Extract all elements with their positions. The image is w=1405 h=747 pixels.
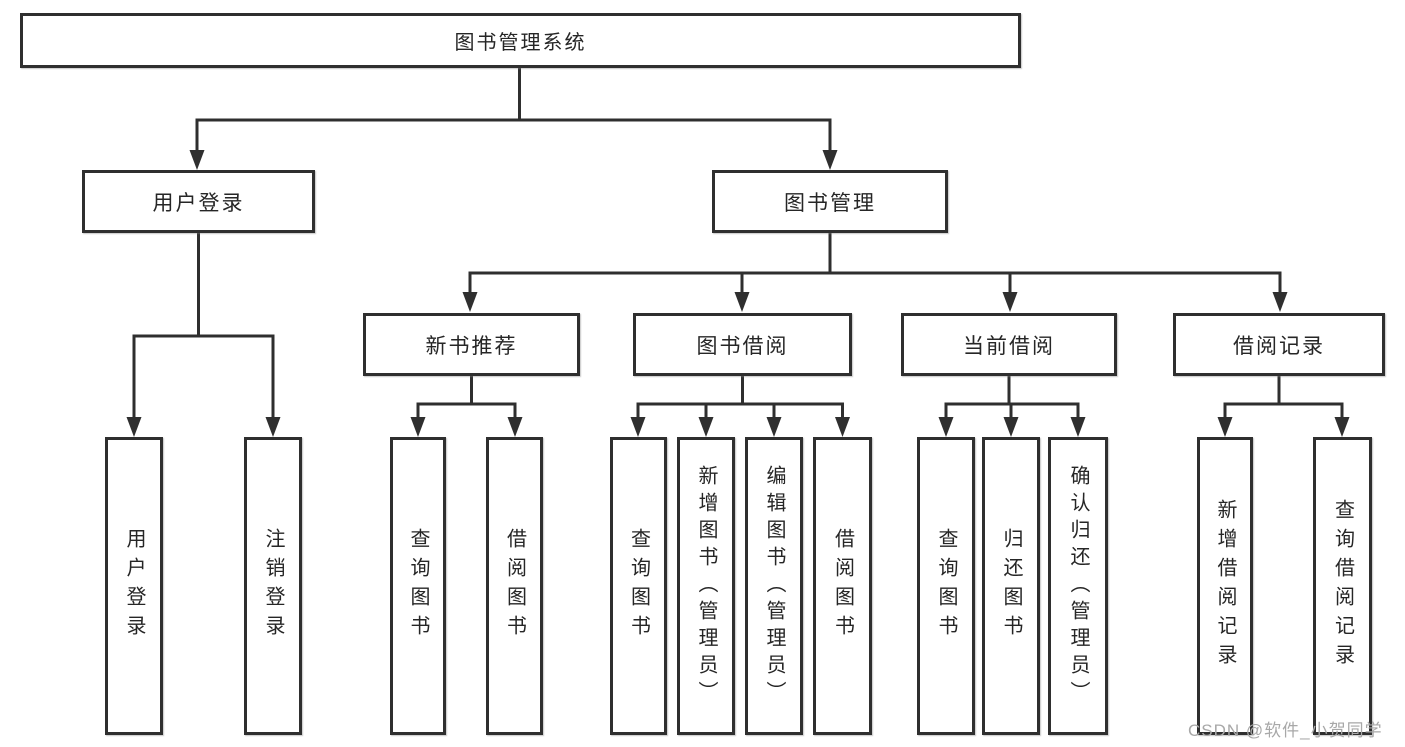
csdn-watermark: CSDN @软件_小贺同学: [1188, 721, 1383, 740]
leaf-borrow-books-recommend: 借阅图书: [486, 437, 543, 735]
leaf-query-books-current: 查询图书: [917, 437, 975, 735]
leaf-query-books-recommend: 查询图书: [390, 437, 446, 735]
node-book-management: 图书管理: [712, 170, 948, 233]
leaf-edit-books-admin: 编辑图书（管理员）: [745, 437, 803, 735]
node-user-login: 用户登录: [82, 170, 315, 233]
node-borrowing-records: 借阅记录: [1173, 313, 1385, 376]
leaf-logout: 注销登录: [244, 437, 302, 735]
leaf-borrow-books-borrowing: 借阅图书: [813, 437, 872, 735]
node-current-borrowing: 当前借阅: [901, 313, 1117, 376]
node-book-borrowing: 图书借阅: [633, 313, 852, 376]
node-new-book-recommend: 新书推荐: [363, 313, 580, 376]
node-root: 图书管理系统: [20, 13, 1021, 68]
leaf-query-borrow-record: 查询借阅记录: [1313, 437, 1372, 735]
leaf-add-books-admin: 新增图书（管理员）: [677, 437, 735, 735]
leaf-confirm-return-admin: 确认归还（管理员）: [1048, 437, 1108, 735]
leaf-add-borrow-record: 新增借阅记录: [1197, 437, 1253, 735]
leaf-user-login: 用户登录: [105, 437, 163, 735]
leaf-return-books: 归还图书: [982, 437, 1040, 735]
leaf-query-books-borrowing: 查询图书: [610, 437, 667, 735]
